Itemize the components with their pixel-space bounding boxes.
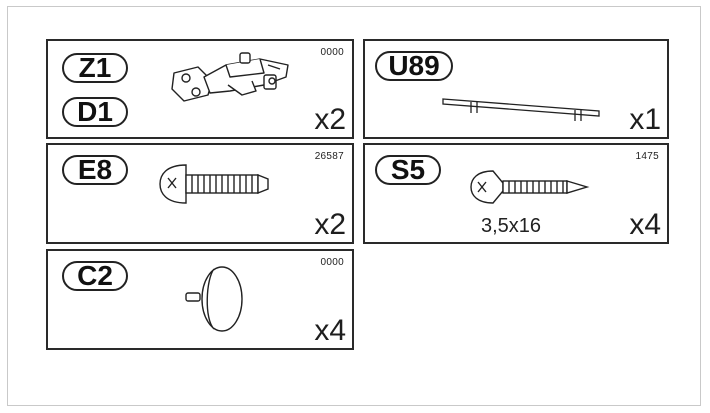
screw-size: 3,5x16: [481, 215, 542, 237]
quantity: x2: [314, 208, 346, 241]
panel-cap: C2 0000 x4: [46, 249, 354, 350]
part-code: 26587: [314, 151, 344, 162]
quantity: x4: [629, 208, 661, 241]
part-label-u89: U89: [375, 51, 453, 81]
parts-sheet: Z1 D1 0000 x2 U89: [7, 6, 701, 406]
part-label-s5: S5: [375, 155, 441, 185]
panel-hinge: Z1 D1 0000 x2: [46, 39, 354, 139]
panel-handle: U89 x1: [363, 39, 669, 139]
panel-screw-s5: S5 1475 3,5x16 x4: [363, 143, 669, 244]
panel-screw-e8: E8 26587 x2: [46, 143, 354, 244]
part-label-z1: Z1: [62, 53, 128, 83]
quantity: x2: [314, 103, 346, 136]
part-code: 0000: [320, 257, 344, 268]
part-label-c2: C2: [62, 261, 128, 291]
screw-icon: [159, 164, 269, 204]
part-label-d1: D1: [62, 97, 128, 127]
quantity: x4: [314, 314, 346, 347]
countersunk-screw-icon: [470, 170, 590, 204]
part-code: 1475: [635, 151, 659, 162]
hinge-icon: [171, 52, 289, 102]
part-label-e8: E8: [62, 155, 128, 185]
handle-bar-icon: [442, 98, 600, 121]
cap-knob-icon: [185, 266, 243, 332]
quantity: x1: [629, 103, 661, 136]
part-code: 0000: [320, 47, 344, 58]
